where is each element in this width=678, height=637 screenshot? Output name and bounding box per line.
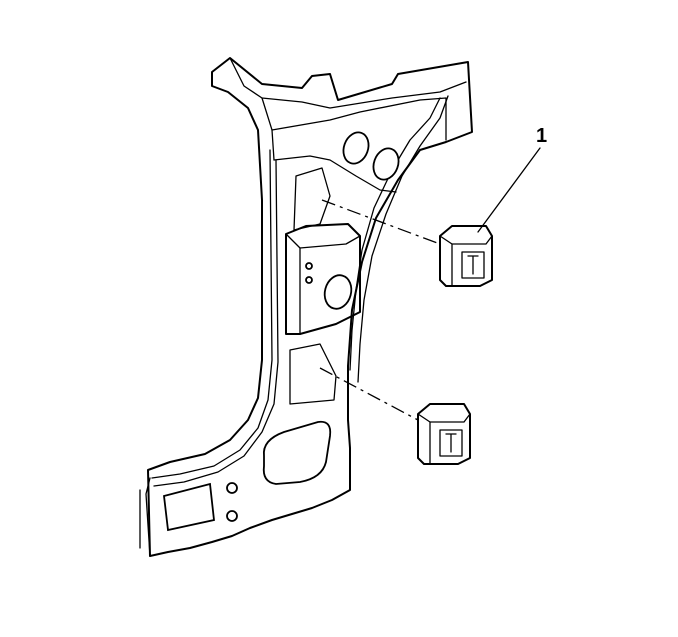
lower-pocket bbox=[289, 343, 337, 405]
bottom-flange bbox=[139, 477, 151, 557]
small-hole-2 bbox=[305, 276, 313, 284]
callout-label-1: 1 bbox=[536, 125, 547, 147]
retainer-clip-upper bbox=[439, 225, 493, 287]
lower-oval-slot bbox=[262, 420, 332, 485]
lower-rect-slot bbox=[163, 482, 215, 532]
install-line-lower bbox=[319, 367, 419, 421]
boss-top bbox=[285, 233, 361, 249]
top-flange-edge bbox=[229, 57, 275, 161]
web-curve-inner bbox=[357, 95, 449, 383]
inner-flange-left-2 bbox=[153, 159, 279, 487]
inner-flange-left bbox=[151, 149, 273, 479]
callout-leader-line bbox=[477, 147, 541, 233]
panel-outline bbox=[147, 57, 473, 557]
install-line-upper bbox=[321, 199, 441, 245]
top-flange-line bbox=[261, 81, 467, 109]
top-flange-ridge bbox=[271, 97, 447, 141]
retainer-clip-lower bbox=[417, 403, 471, 465]
lower-hole-2 bbox=[226, 510, 238, 522]
boss-block bbox=[285, 223, 361, 335]
top-hole-2 bbox=[372, 147, 400, 181]
top-hole-1 bbox=[342, 131, 370, 165]
boss-hole bbox=[323, 274, 353, 310]
body-panel bbox=[139, 57, 473, 557]
small-hole-1 bbox=[305, 262, 313, 270]
lower-hole-1 bbox=[226, 482, 238, 494]
web-curve bbox=[349, 97, 441, 371]
upper-pocket bbox=[293, 167, 331, 231]
